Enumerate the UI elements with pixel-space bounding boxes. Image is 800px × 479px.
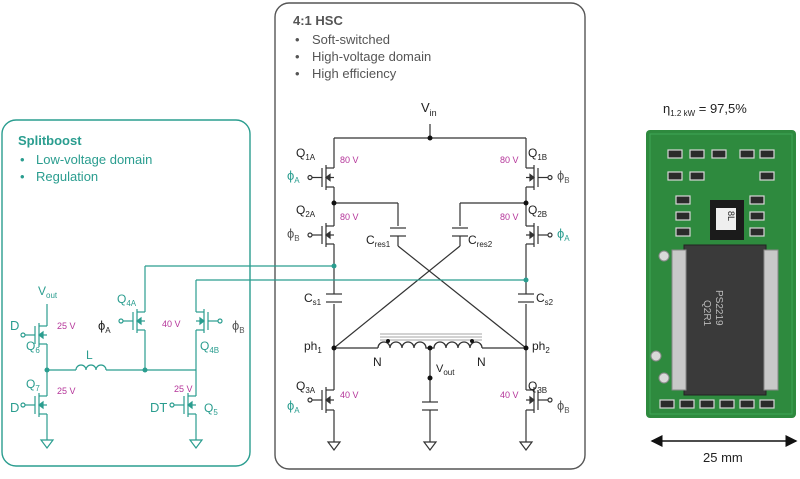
svg-text:•: • (295, 32, 300, 47)
efficiency-label: η1.2 kW = 97,5% (663, 101, 747, 118)
label-ph2: ph2 (532, 339, 550, 355)
label-q1b: Q1B (528, 146, 547, 162)
voltage-q2a: 80 V (340, 212, 359, 222)
label-q4a: Q4A (117, 292, 137, 308)
mosfet-q2b (525, 218, 553, 252)
label-ph1: ph1 (304, 339, 322, 355)
splitboost-wiring (46, 265, 526, 440)
inductor-marking-1: PS2219 (713, 290, 724, 326)
hsc-transformer (377, 333, 483, 349)
mosfet-q4b (195, 304, 223, 338)
svg-text:ϕB: ϕB (557, 168, 570, 185)
gate-q6: D (10, 318, 19, 333)
label-l: L (86, 348, 93, 362)
voltage-q6: 25 V (57, 321, 76, 331)
voltage-q5: 25 V (174, 384, 193, 394)
label-q5: Q5 (204, 401, 218, 417)
hsc-bullet-3: High efficiency (312, 66, 397, 81)
splitboost-bullet-1: Low-voltage domain (36, 152, 152, 167)
voltage-q3a: 40 V (340, 390, 359, 400)
inductor-core (683, 244, 767, 396)
hsc-labels: Vin Q1A Q2A Q3A Q1B Q2B Q3B 80 V 80 V 40… (287, 100, 570, 415)
label-n-left: N (373, 355, 382, 369)
mosfet-q1b (525, 160, 553, 195)
splitboost-box: Splitboost • Low-voltage domain • Regula… (1, 119, 251, 467)
splitboost-bullet-2: Regulation (36, 169, 98, 184)
label-q6: Q6 (26, 339, 40, 355)
svg-text:ϕA: ϕA (557, 226, 570, 243)
voltage-q1a: 80 V (340, 155, 359, 165)
splitboost-mosfets (20, 304, 223, 422)
svg-text:•: • (20, 152, 25, 167)
label-q1a: Q1A (296, 146, 316, 162)
voltage-q1b: 80 V (500, 155, 519, 165)
label-q3b: Q3B (528, 379, 547, 395)
label-cs2: Cs2 (536, 291, 554, 307)
svg-text:•: • (20, 169, 25, 184)
gate-q7: D (10, 400, 19, 415)
voltage-q4a: 40 V (162, 319, 181, 329)
splitboost-grounds (39, 439, 204, 449)
svg-text:•: • (295, 49, 300, 64)
hsc-title: 4:1 HSC (293, 13, 343, 28)
label-q7: Q7 (26, 377, 40, 393)
hsc-junctions (331, 135, 529, 381)
gate-q4a: ϕA (98, 318, 111, 335)
gate-q4b: ϕB (232, 318, 245, 335)
hsc-grounds (326, 441, 534, 451)
svg-text:ϕB: ϕB (557, 398, 570, 415)
hsc-bullet-2: High-voltage domain (312, 49, 431, 64)
capacitor-label (716, 208, 736, 230)
mosfet-q3a (307, 382, 335, 418)
mosfet-q4a (118, 304, 146, 338)
hsc-bullet-1: Soft-switched (312, 32, 390, 47)
dimension-label: 25 mm (703, 450, 743, 465)
mosfet-q2a (307, 218, 335, 252)
label-sb-vout: Vout (38, 284, 58, 300)
svg-text:•: • (295, 66, 300, 81)
pcb-photo: η1.2 kW = 97,5% PS2219 Q2R1 8L 25 mm (646, 101, 798, 465)
splitboost-title: Splitboost (18, 133, 82, 148)
inductor-marking-2: Q2R1 (701, 300, 712, 327)
label-hsc-vout: Vout (436, 363, 455, 377)
splitboost-junctions (44, 263, 529, 373)
voltage-q3b: 40 V (500, 390, 519, 400)
svg-text:Vin: Vin (421, 100, 437, 118)
label-q2a: Q2A (296, 203, 316, 219)
gate-q5: DT (150, 400, 167, 415)
hsc-box: 4:1 HSC • Soft-switched • High-voltage d… (274, 2, 586, 470)
svg-text:ϕA: ϕA (287, 168, 300, 185)
mosfet-q5 (169, 388, 197, 422)
label-cs1: Cs1 (304, 291, 322, 307)
label-cres1: Cres1 (366, 233, 391, 249)
svg-text:ϕB: ϕB (287, 226, 300, 243)
svg-text:8L: 8L (726, 211, 736, 221)
mosfet-q6 (20, 318, 48, 352)
splitboost-labels: Vout D 25 V Q6 Q7 25 V D L Q4A ϕA 40 V Q… (10, 284, 245, 417)
label-q2b: Q2B (528, 203, 547, 219)
voltage-q7: 25 V (57, 386, 76, 396)
inductor-clip-right (763, 249, 779, 391)
hsc-mosfets (307, 160, 553, 418)
label-q4b: Q4B (200, 339, 219, 355)
voltage-q2b: 80 V (500, 212, 519, 222)
svg-text:ϕA: ϕA (287, 398, 300, 415)
mosfet-q3b (525, 382, 553, 418)
label-n-right: N (477, 355, 486, 369)
label-cres2: Cres2 (468, 233, 493, 249)
mosfet-q1a (307, 160, 335, 195)
mosfet-q7 (20, 388, 48, 422)
label-q3a: Q3A (296, 379, 316, 395)
inductor-clip-left (671, 249, 687, 391)
